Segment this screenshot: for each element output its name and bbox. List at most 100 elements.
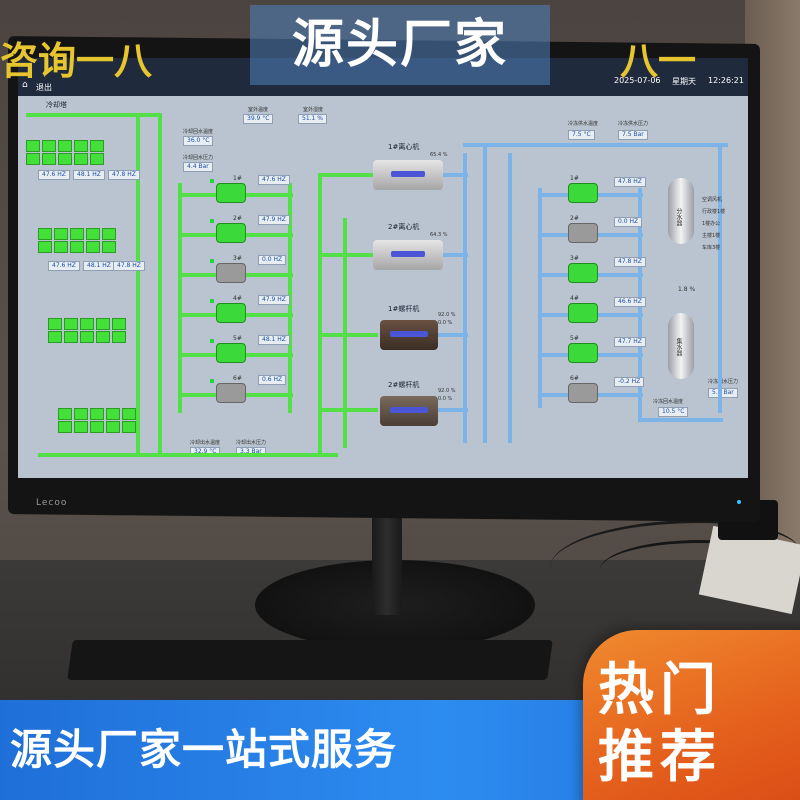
centrifugal-chiller-1[interactable] bbox=[373, 160, 443, 190]
pump-freq: 47.9 HZ bbox=[258, 295, 290, 305]
cooling-tower-cell[interactable] bbox=[80, 331, 94, 343]
cooling-tower-cell[interactable] bbox=[42, 153, 56, 165]
chilled-water-pump[interactable] bbox=[568, 223, 598, 243]
cooling-tower-cell[interactable] bbox=[42, 140, 56, 152]
cooling-tower-cell[interactable] bbox=[102, 241, 116, 253]
cooling-tower-cell[interactable] bbox=[112, 331, 126, 343]
cooling-tower-cell[interactable] bbox=[58, 140, 72, 152]
branch-label: 1楼办公 bbox=[702, 221, 721, 227]
cooling-tower-cell[interactable] bbox=[122, 408, 136, 420]
cooling-tower-cell[interactable] bbox=[58, 153, 72, 165]
cooling-tower-cell[interactable] bbox=[74, 421, 88, 433]
cooling-tower-cell[interactable] bbox=[38, 228, 52, 240]
chiller-name: 2#离心机 bbox=[388, 223, 420, 231]
cooling-tower-cell[interactable] bbox=[48, 331, 62, 343]
status-led bbox=[210, 339, 214, 343]
hmi-screen: ⌂ 退出 2025-07-06 星期天 12:26:21 冷却塔 室外温度 39… bbox=[18, 58, 748, 478]
cooling-tower-cell[interactable] bbox=[90, 140, 104, 152]
cooling-tower-cell[interactable] bbox=[64, 331, 78, 343]
cooling-tower-cell[interactable] bbox=[102, 228, 116, 240]
cw-pipe bbox=[136, 113, 140, 453]
pump-freq: 0.0 HZ bbox=[258, 255, 287, 265]
cooling-tower-cell[interactable] bbox=[86, 241, 100, 253]
home-icon[interactable]: ⌂ bbox=[22, 80, 28, 90]
tower-freq: 47.6 HZ bbox=[38, 170, 70, 180]
cooling-tower-cell[interactable] bbox=[106, 408, 120, 420]
cooling-tower-cell[interactable] bbox=[106, 421, 120, 433]
cw-pipe bbox=[318, 173, 378, 177]
back-button[interactable]: 退出 bbox=[36, 83, 52, 92]
cooling-tower-cell[interactable] bbox=[38, 241, 52, 253]
cable bbox=[550, 520, 800, 600]
chw-return-press-label: 冷冻回水压力 bbox=[708, 379, 739, 385]
cooling-tower-cell[interactable] bbox=[86, 228, 100, 240]
chilled-water-pump[interactable] bbox=[568, 383, 598, 403]
tank-label: 集水器 bbox=[675, 338, 682, 356]
top-banner: 咨询一八 源头厂家 八一 bbox=[0, 0, 800, 90]
cooling-water-pump[interactable] bbox=[216, 343, 246, 363]
status-led bbox=[210, 379, 214, 383]
cooling-tower-cell[interactable] bbox=[48, 318, 62, 330]
chw-pipe bbox=[638, 418, 723, 422]
cooling-water-pump[interactable] bbox=[216, 263, 246, 283]
monitor-brand-logo: Lecoo bbox=[36, 498, 68, 508]
chilled-water-pump[interactable] bbox=[568, 183, 598, 203]
cooling-tower-cell[interactable] bbox=[80, 318, 94, 330]
cooling-tower-cell[interactable] bbox=[74, 408, 88, 420]
banner-title: 源头厂家 bbox=[250, 5, 550, 85]
cooling-tower-cell[interactable] bbox=[122, 421, 136, 433]
cooling-water-pump[interactable] bbox=[216, 303, 246, 323]
cooling-water-pump[interactable] bbox=[216, 223, 246, 243]
pump-name: 5# bbox=[570, 335, 579, 342]
chw-return-temp-value: 10.5 °C bbox=[658, 407, 689, 417]
cooling-tower-cell[interactable] bbox=[54, 228, 68, 240]
hot-badge-line2: 推荐 bbox=[598, 725, 722, 790]
cooling-tower-label: 冷却塔 bbox=[46, 101, 67, 109]
cooling-tower-cell[interactable] bbox=[90, 153, 104, 165]
cooling-tower-cell[interactable] bbox=[90, 408, 104, 420]
cw-pipe bbox=[343, 218, 347, 448]
chiller-load: 92.0 % bbox=[438, 312, 456, 318]
cooling-tower-cell[interactable] bbox=[96, 318, 110, 330]
cw-pipe bbox=[26, 113, 161, 117]
cw-pipe bbox=[318, 173, 322, 453]
cooling-tower-cell[interactable] bbox=[90, 421, 104, 433]
status-led bbox=[210, 219, 214, 223]
pump-name: 4# bbox=[570, 295, 579, 302]
chilled-water-pump[interactable] bbox=[568, 303, 598, 323]
cooling-water-pump[interactable] bbox=[216, 383, 246, 403]
cooling-water-pump[interactable] bbox=[216, 183, 246, 203]
screw-chiller-1[interactable] bbox=[380, 320, 438, 350]
chilled-water-pump[interactable] bbox=[568, 263, 598, 283]
hmi-weekday: 星期天 bbox=[672, 77, 696, 86]
screw-chiller-2[interactable] bbox=[380, 396, 438, 426]
pump-freq: 47.7 HZ bbox=[614, 337, 646, 347]
pump-name: 4# bbox=[233, 295, 242, 302]
pump-freq: 48.1 HZ bbox=[258, 335, 290, 345]
outdoor-humidity-value: 51.1 % bbox=[298, 114, 327, 124]
tower-freq: 48.1 HZ bbox=[73, 170, 105, 180]
chilled-water-pump[interactable] bbox=[568, 343, 598, 363]
cooling-tower-cell[interactable] bbox=[96, 331, 110, 343]
cooling-tower-cell[interactable] bbox=[64, 318, 78, 330]
cooling-tower-cell[interactable] bbox=[112, 318, 126, 330]
chiller-load-secondary: 0.0 % bbox=[438, 396, 453, 402]
cooling-tower-cell[interactable] bbox=[26, 153, 40, 165]
cooling-tower-cell[interactable] bbox=[58, 408, 72, 420]
pump-freq: 47.8 HZ bbox=[614, 257, 646, 267]
branch-label: 主楼1楼 bbox=[702, 233, 721, 239]
cooling-tower-cell[interactable] bbox=[74, 153, 88, 165]
cooling-tower-cell[interactable] bbox=[70, 241, 84, 253]
cooling-tower-cell[interactable] bbox=[26, 140, 40, 152]
cooling-tower-cell[interactable] bbox=[58, 421, 72, 433]
centrifugal-chiller-2[interactable] bbox=[373, 240, 443, 270]
pump-name: 5# bbox=[233, 335, 242, 342]
monitor-stand bbox=[372, 505, 402, 615]
cooling-tower-cell[interactable] bbox=[70, 228, 84, 240]
cooling-tower-cell[interactable] bbox=[54, 241, 68, 253]
cooling-tower-cell[interactable] bbox=[74, 140, 88, 152]
chw-press-value: 7.5 Bar bbox=[618, 130, 648, 140]
tank-label: 分水器 bbox=[675, 208, 682, 226]
chiller-name: 2#螺杆机 bbox=[388, 381, 420, 389]
